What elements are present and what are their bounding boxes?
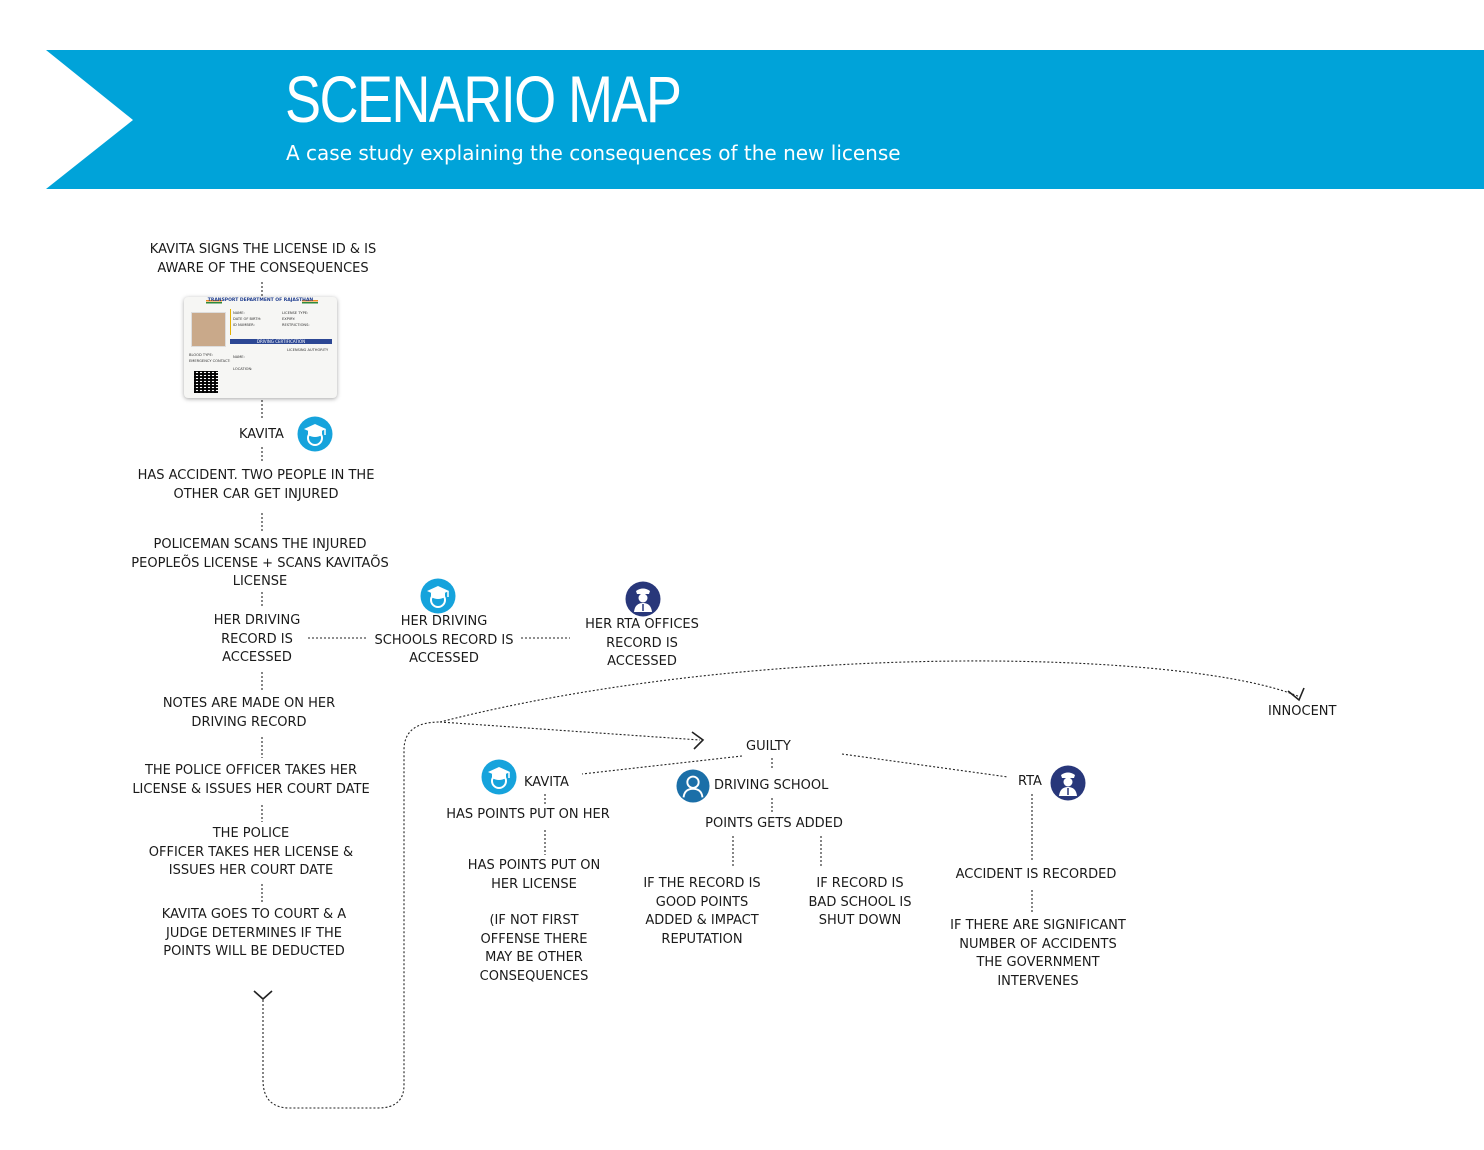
- header-banner: [46, 50, 1484, 189]
- node-driving-record: HER DRIVING RECORD IS ACCESSED: [213, 613, 301, 665]
- node-court: KAVITA GOES TO COURT & A JUDGE DETERMINE…: [161, 907, 347, 959]
- card-field: EXPIRY:: [282, 317, 296, 321]
- card-field: NAME:: [233, 355, 245, 359]
- node-points-on-her: HAS POINTS PUT ON HER: [446, 807, 610, 822]
- person-icon: [676, 769, 710, 803]
- node-signs-license: KAVITA SIGNS THE LICENSE ID & IS AWARE O…: [149, 242, 377, 276]
- card-field: LICENSE TYPE:: [282, 311, 309, 315]
- node-driving-school: DRIVING SCHOOL: [714, 778, 829, 793]
- card-field: DATE OF BIRTH:: [233, 317, 262, 321]
- arrow-court: [253, 990, 273, 1001]
- node-school-record: HER DRIVING SCHOOLS RECORD IS ACCESSED: [374, 614, 514, 666]
- node-guilty: GUILTY: [746, 739, 791, 754]
- card-header-stripe: [206, 300, 318, 304]
- node-not-first-offense: (IF NOT FIRST OFFENSE THERE MAY BE OTHER…: [479, 913, 589, 984]
- card-header-text: TRANSPORT DEPARTMENT OF RAJASTHAN: [207, 298, 314, 303]
- card-field: BLOOD TYPE:: [189, 353, 213, 357]
- card-field: ID NUMBER:: [233, 323, 255, 327]
- node-has-accident: HAS ACCIDENT. TWO PEOPLE IN THE OTHER CA…: [137, 468, 375, 502]
- node-points-added: POINTS GETS ADDED: [705, 816, 843, 831]
- card-field-rows: [230, 309, 335, 335]
- node-innocent: INNOCENT: [1268, 704, 1337, 719]
- connector-to-innocent: [439, 660, 1301, 723]
- node-points-on-license: HAS POINTS PUT ON HER LICENSE: [467, 858, 601, 892]
- node-rta-record: HER RTA OFFICES RECORD IS ACCESSED: [585, 617, 699, 669]
- node-policeman-scans: POLICEMAN SCANS THE INJURED PEOPLEÕS LIC…: [131, 537, 389, 589]
- card-field: LICENSING AUTHORITY: [287, 348, 329, 352]
- card-field: NAME:: [233, 311, 245, 315]
- arrow-guilty: [691, 731, 705, 750]
- card-field: LOCATION:: [233, 367, 253, 371]
- node-government: IF THERE ARE SIGNIFICANT NUMBER OF ACCID…: [950, 918, 1126, 989]
- connector-guilty-kavita: [581, 755, 743, 775]
- node-rta: RTA: [1018, 774, 1042, 789]
- arrow-innocent: [1287, 687, 1305, 702]
- card-field: RESTRICTIONS:: [282, 323, 310, 327]
- student-graduate-icon: [481, 759, 517, 795]
- node-officer-takes-2: THE POLICE OFFICER TAKES HER LICENSE & I…: [148, 826, 354, 878]
- qr-code: [194, 371, 218, 393]
- license-card-image: TRANSPORT DEPARTMENT OF RAJASTHAN NAME: …: [184, 297, 337, 398]
- police-officer-icon: [625, 581, 661, 617]
- student-graduate-icon: [297, 416, 333, 452]
- node-notes: NOTES ARE MADE ON HER DRIVING RECORD: [162, 696, 336, 730]
- node-officer-takes: THE POLICE OFFICER TAKES HER LICENSE & I…: [132, 763, 370, 797]
- node-good-record: IF THE RECORD IS GOOD POINTS ADDED & IMP…: [643, 876, 761, 947]
- connector-guilty-rta: [841, 753, 1009, 778]
- node-bad-school: IF RECORD IS BAD SCHOOL IS SHUT DOWN: [808, 876, 912, 928]
- node-kavita: KAVITA: [239, 427, 284, 442]
- page-title: SCENARIO MAP: [285, 62, 682, 136]
- student-graduate-icon: [420, 578, 456, 614]
- connector-to-guilty: [439, 721, 701, 741]
- node-kavita-branch: KAVITA: [524, 775, 569, 790]
- police-officer-icon: [1050, 765, 1086, 801]
- card-band-text: DRIVING CERTIFICATION: [256, 339, 306, 344]
- node-accident-recorded: ACCIDENT IS RECORDED: [955, 867, 1117, 882]
- card-field: EMERGENCY CONTACT:: [189, 359, 231, 363]
- banner-shape: [46, 50, 1484, 189]
- license-photo: [191, 312, 226, 347]
- page-subtitle: A case study explaining the consequences…: [286, 141, 901, 165]
- card-band: [230, 339, 332, 344]
